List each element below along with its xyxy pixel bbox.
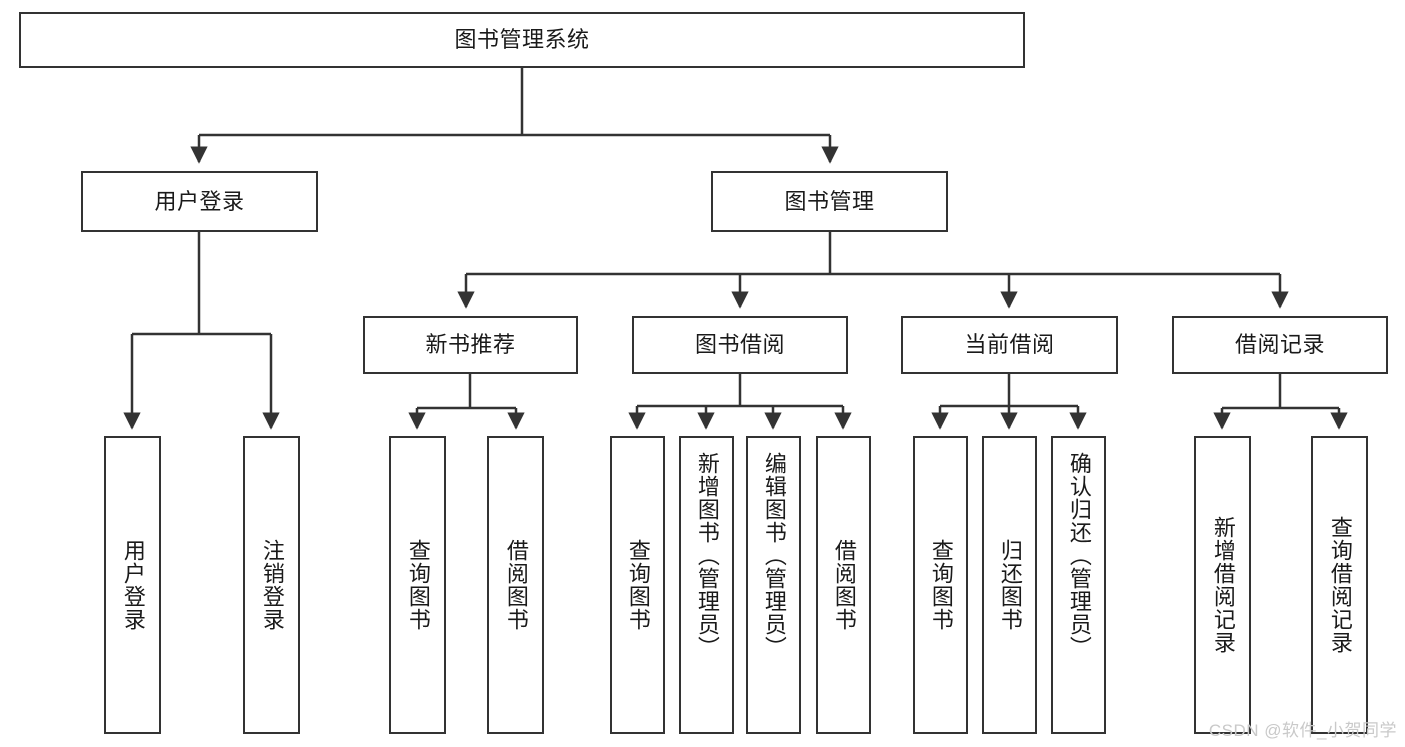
node-leaf-borrow-book-label: 借阅图书 [831, 539, 857, 631]
node-leaf-logout-label: 注销登录 [259, 539, 285, 631]
node-user-login-label: 用户登录 [154, 188, 245, 214]
node-leaf-confirm-return-admin-label: 确认归还（管理员） [1066, 452, 1092, 659]
node-book-management-label: 图书管理 [784, 188, 875, 214]
node-leaf-query-borrow-record[interactable]: 查询借阅记录 [1311, 436, 1368, 734]
node-leaf-add-book-admin[interactable]: 新增图书（管理员） [679, 436, 734, 734]
node-user-login[interactable]: 用户登录 [81, 171, 318, 232]
node-leaf-query-book-recommend-label: 查询图书 [405, 539, 431, 631]
node-book-borrow-label: 图书借阅 [694, 332, 785, 358]
node-borrow-record-label: 借阅记录 [1234, 332, 1325, 358]
node-leaf-query-borrow-record-label: 查询借阅记录 [1327, 516, 1353, 654]
node-leaf-query-book-borrow[interactable]: 查询图书 [610, 436, 665, 734]
node-root-label: 图书管理系统 [454, 27, 590, 53]
node-leaf-add-book-admin-label: 新增图书（管理员） [694, 452, 720, 659]
node-leaf-confirm-return-admin[interactable]: 确认归还（管理员） [1051, 436, 1106, 734]
node-new-book-recommend-label: 新书推荐 [425, 332, 516, 358]
node-root-book-management-system[interactable]: 图书管理系统 [19, 12, 1025, 68]
node-borrow-record[interactable]: 借阅记录 [1172, 316, 1388, 374]
node-leaf-borrow-book-recommend-label: 借阅图书 [503, 539, 529, 631]
node-leaf-query-book-current[interactable]: 查询图书 [913, 436, 968, 734]
watermark-csdn: CSDN @软件_小贺同学 [1208, 721, 1397, 740]
node-leaf-borrow-book[interactable]: 借阅图书 [816, 436, 871, 734]
node-leaf-query-book-recommend[interactable]: 查询图书 [389, 436, 446, 734]
node-leaf-user-login[interactable]: 用户登录 [104, 436, 161, 734]
node-book-management[interactable]: 图书管理 [711, 171, 948, 232]
node-current-borrow-label: 当前借阅 [964, 332, 1055, 358]
node-leaf-query-book-current-label: 查询图书 [928, 539, 954, 631]
node-current-borrow[interactable]: 当前借阅 [901, 316, 1118, 374]
node-leaf-add-borrow-record[interactable]: 新增借阅记录 [1194, 436, 1251, 734]
node-leaf-borrow-book-recommend[interactable]: 借阅图书 [487, 436, 544, 734]
node-leaf-user-login-label: 用户登录 [120, 539, 146, 631]
node-leaf-return-book-label: 归还图书 [997, 539, 1023, 631]
node-book-borrow[interactable]: 图书借阅 [632, 316, 848, 374]
node-leaf-add-borrow-record-label: 新增借阅记录 [1210, 516, 1236, 654]
node-leaf-return-book[interactable]: 归还图书 [982, 436, 1037, 734]
node-new-book-recommend[interactable]: 新书推荐 [363, 316, 578, 374]
node-leaf-query-book-borrow-label: 查询图书 [625, 539, 651, 631]
node-leaf-logout[interactable]: 注销登录 [243, 436, 300, 734]
node-leaf-edit-book-admin[interactable]: 编辑图书（管理员） [746, 436, 801, 734]
node-leaf-edit-book-admin-label: 编辑图书（管理员） [761, 452, 787, 659]
